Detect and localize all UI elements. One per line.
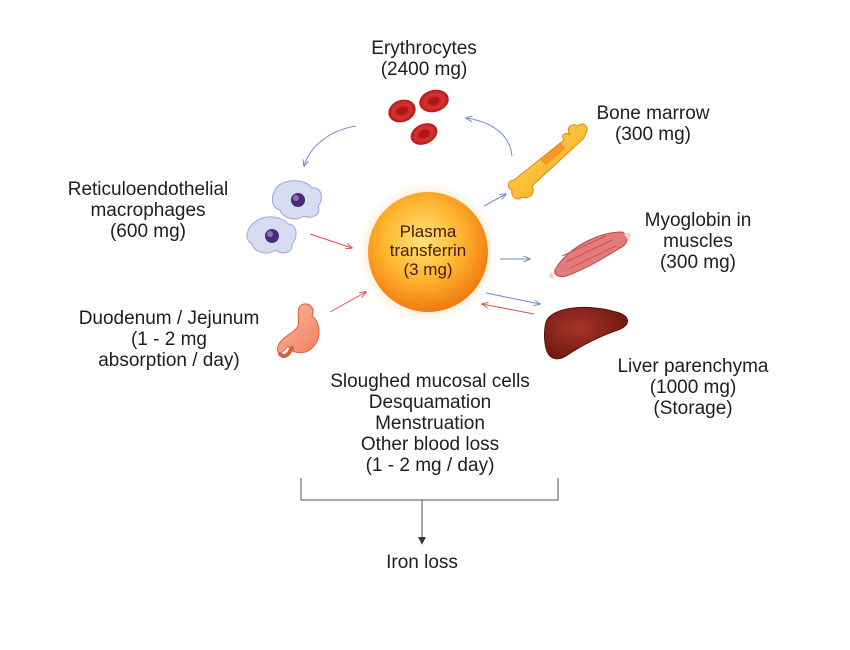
iron-loss-bracket (300, 478, 559, 545)
macrophage-cells-icon (246, 180, 322, 254)
center-line: transferrin (389, 241, 467, 260)
label-line: Desquamation (368, 392, 492, 413)
flow-arrows (304, 118, 540, 315)
label-line: Erythrocytes (371, 38, 477, 59)
myoglobin-label: Myoglobin in muscles (300 mg) (628, 210, 768, 273)
center-line: (3 mg) (403, 260, 453, 279)
label-line: (Storage) (653, 398, 733, 419)
label-line: Liver parenchyma (617, 356, 769, 377)
arrow-rbc-to-macrophages (304, 125, 357, 166)
arrow-duodenum-to-plasma (329, 292, 366, 313)
label-line: (1 - 2 mg (130, 329, 208, 350)
label-line: Sloughed mucosal cells (330, 371, 530, 392)
bone-icon (507, 123, 588, 200)
label-line: Bone marrow (596, 103, 710, 124)
duodenum-label: Duodenum / Jejunum (1 - 2 mg absorption … (54, 308, 284, 371)
plasma-transferrin-label: Plasma transferrin (3 mg) (368, 222, 488, 279)
label-line: Reticuloendothelial (67, 179, 229, 200)
label-line: Other blood loss (360, 434, 500, 455)
macrophages-label: Reticuloendothelial macrophages (600 mg) (48, 179, 248, 242)
label-line: (2400 mg) (380, 59, 468, 80)
stomach-icon (277, 303, 320, 358)
liver-label: Liver parenchyma (1000 mg) (Storage) (598, 356, 788, 419)
red-blood-cells-icon (388, 89, 449, 145)
label-line: macrophages (90, 200, 206, 221)
bone-marrow-label: Bone marrow (300 mg) (578, 103, 728, 145)
erythrocytes-label: Erythrocytes (2400 mg) (344, 38, 504, 80)
label-line: Iron loss (386, 552, 458, 573)
plasma-transferrin-sphere (358, 182, 498, 322)
label-line: muscles (663, 231, 733, 252)
center-line: Plasma (399, 222, 457, 241)
label-line: absorption / day) (98, 350, 240, 371)
label-line: (300 mg) (614, 124, 692, 145)
arrow-bone-to-rbc (466, 118, 513, 157)
label-line: (600 mg) (109, 221, 187, 242)
arrow-liver-to-plasma (482, 304, 535, 315)
arrow-plasma-to-liver (485, 292, 540, 304)
liver-icon (544, 306, 628, 360)
muscle-icon (549, 231, 631, 279)
iron-losses-label: Sloughed mucosal cells Desquamation Mens… (300, 371, 560, 476)
arrow-plasma-to-bone (483, 194, 506, 207)
label-line: (1 - 2 mg / day) (365, 455, 495, 476)
label-line: (300 mg) (659, 252, 737, 273)
arrow-macrophages-to-plasma (309, 233, 352, 248)
label-line: Myoglobin in (644, 210, 752, 231)
label-line: Menstruation (375, 413, 485, 434)
label-line: Duodenum / Jejunum (78, 308, 260, 329)
label-line: (1000 mg) (649, 377, 737, 398)
iron-loss-label: Iron loss (352, 552, 492, 573)
